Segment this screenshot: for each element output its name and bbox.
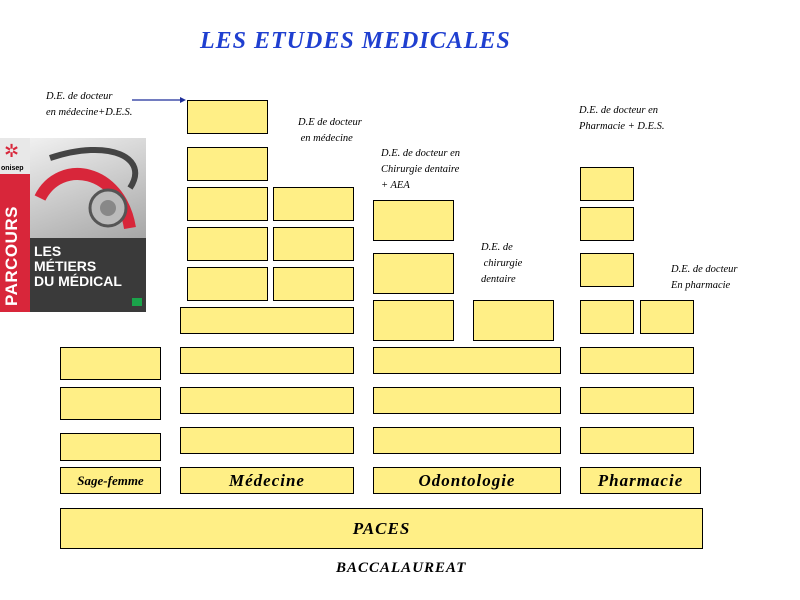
note-dent-aea: D.E. de docteur en Chirurgie dentaire + …: [381, 148, 461, 191]
onisep-logo-icon: ✲: [4, 141, 20, 161]
track-odontologie: Odontologie: [373, 467, 561, 494]
year-box: [187, 227, 268, 261]
year-box: [373, 200, 454, 241]
year-box: [580, 387, 694, 414]
track-pharmacie: Pharmacie: [580, 467, 701, 494]
year-box: [60, 387, 161, 420]
year-box: [180, 347, 354, 374]
arrow-head-icon: [180, 97, 186, 103]
year-box: [187, 187, 268, 221]
track-paces: PACES: [60, 508, 703, 549]
year-box: [273, 187, 354, 221]
year-box: [180, 427, 354, 454]
year-box: [640, 300, 694, 334]
year-box: [580, 167, 634, 201]
year-box: [373, 427, 561, 454]
year-box: [580, 427, 694, 454]
baccalaureat-label: BACCALAUREAT: [336, 560, 467, 576]
year-box: [580, 300, 634, 334]
year-box: [373, 253, 454, 294]
cover-brand: onisep: [1, 165, 24, 172]
year-box: [60, 347, 161, 380]
year-box: [60, 433, 161, 461]
year-box: [580, 207, 634, 241]
page-title: LES ETUDES MEDICALES: [200, 28, 511, 54]
track-medecine: Médecine: [180, 467, 354, 494]
year-box: [473, 300, 554, 341]
year-box: [273, 267, 354, 301]
note-pharma-des: D.E. de docteur en Pharmacie + D.E.S.: [579, 105, 665, 132]
year-box: [580, 253, 634, 287]
note-pharma: D.E. de docteur En pharmacie: [671, 264, 738, 291]
year-box: [180, 387, 354, 414]
year-box: [580, 347, 694, 374]
book-cover-image: ✲ onisep PARCOURS LES MÉTIERS DU MÉDICAL: [0, 138, 146, 312]
note-med-des: D.E. de docteur en médecine+D.E.S.: [46, 91, 133, 118]
note-med: D.E de docteur en médecine: [298, 117, 362, 144]
year-box: [187, 147, 268, 181]
year-box: [187, 100, 268, 134]
track-sage-femme: Sage-femme: [60, 467, 161, 494]
cover-badge: [132, 298, 142, 306]
year-box: [373, 387, 561, 414]
year-box: [180, 307, 354, 334]
cover-title-band: [30, 238, 146, 312]
cover-logo-area: [0, 138, 30, 174]
year-box: [373, 347, 561, 374]
cover-title: LES MÉTIERS DU MÉDICAL: [34, 243, 122, 289]
year-box: [373, 300, 454, 341]
stethoscope-icon: [34, 147, 139, 230]
note-dent: D.E. de chirurgie dentaire: [481, 242, 523, 285]
year-box: [273, 227, 354, 261]
year-box: [187, 267, 268, 301]
